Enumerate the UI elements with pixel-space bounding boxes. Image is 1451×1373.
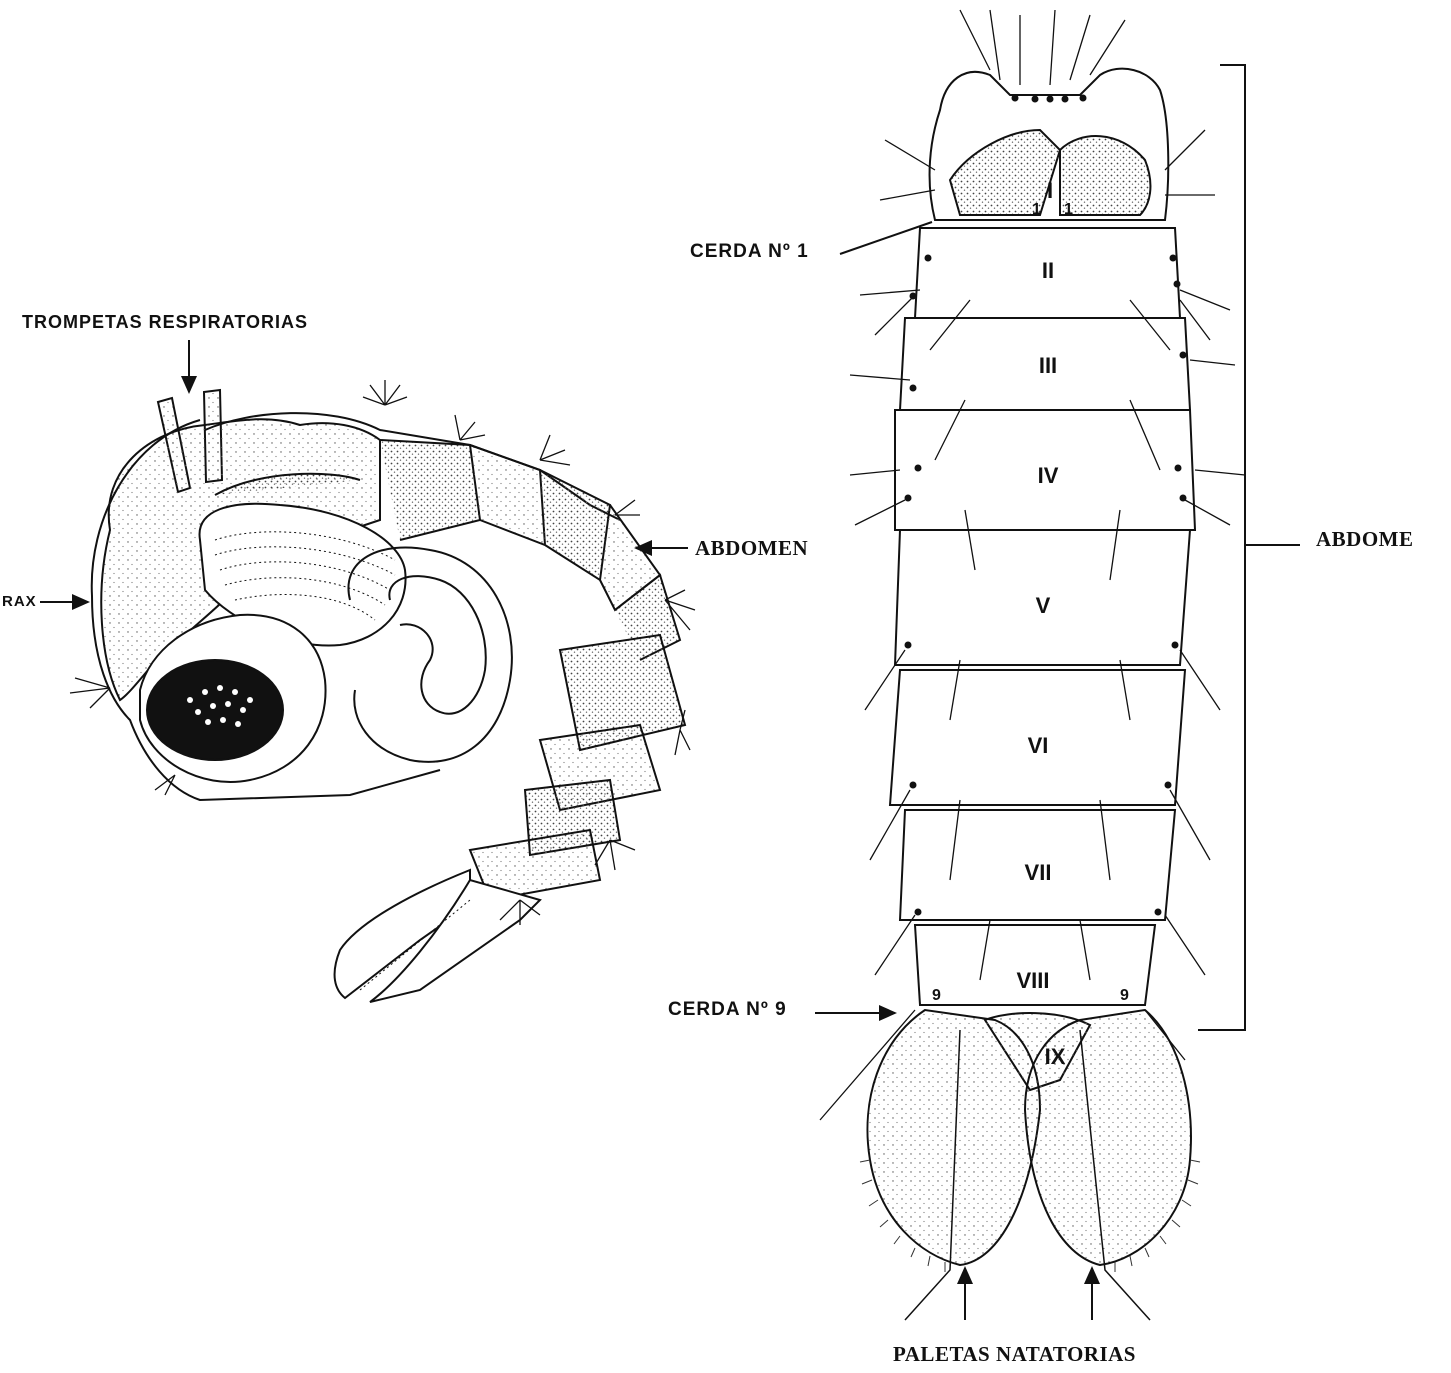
label-cerda-1: CERDA Nº 1 bbox=[690, 242, 809, 261]
label-paletas-natatorias: PALETAS NATATORIAS bbox=[893, 1344, 1136, 1365]
segment-label-5: V bbox=[1036, 595, 1051, 617]
label-trompetas-respiratorias: TROMPETAS RESPIRATORIAS bbox=[22, 313, 308, 331]
segment-label-9: IX bbox=[1045, 1046, 1066, 1068]
label-abdomen-left: ABDOMEN bbox=[695, 538, 808, 559]
segment-label-3: III bbox=[1039, 355, 1057, 377]
seta-number-1-left: 1 bbox=[1032, 202, 1041, 218]
label-torax: RAX bbox=[2, 594, 37, 609]
segment-label-4: IV bbox=[1038, 465, 1059, 487]
seta-number-9-right: 9 bbox=[1120, 988, 1129, 1004]
label-cerda-9: CERDA Nº 9 bbox=[668, 1000, 787, 1019]
segment-label-2: II bbox=[1042, 260, 1054, 282]
pupa-lateral-view bbox=[70, 380, 695, 1002]
segment-label-7: VII bbox=[1025, 862, 1052, 884]
segment-label-6: VI bbox=[1028, 735, 1049, 757]
label-abdomen-right: ABDOME bbox=[1316, 529, 1414, 550]
segment-label-8: VIII bbox=[1016, 970, 1049, 992]
seta-number-9-left: 9 bbox=[932, 988, 941, 1004]
seta-number-1-right: 1 bbox=[1064, 202, 1073, 218]
segment-label-1: I bbox=[1047, 180, 1053, 202]
